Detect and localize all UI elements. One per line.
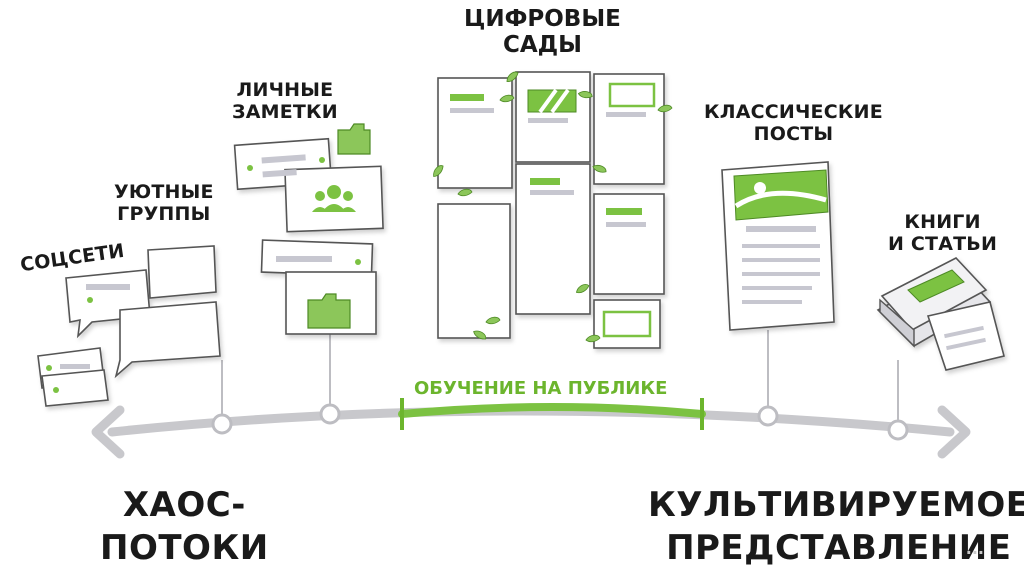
label-left-line1: ХАОС- [122,485,246,525]
label-groups: УЮТНЫЕ ГРУППЫ [114,181,214,226]
label-groups-line1: УЮТНЫЕ [114,181,214,203]
label-learning: ОБУЧЕНИЕ НА ПУБЛИКЕ [414,378,668,399]
arrow-right-icon [937,405,971,459]
axis-nodes [211,403,909,441]
label-books-line1: КНИГИ [904,211,981,233]
label-right-line2: ПРЕДСТАВЛЕНИЕ [666,527,1012,568]
post-content [733,169,829,304]
label-books-line2: И СТАТЬИ [888,232,998,255]
social-bubbles [37,245,221,407]
label-notes: ЛИЧНЫЕ ЗАМЕТКИ [232,79,338,124]
garden-cards [437,71,665,349]
stems [221,320,899,426]
label-gardens: ЦИФРОВЫЕ САДЫ [464,6,621,59]
label-notes-line2: ЗАМЕТКИ [232,100,338,123]
label-posts-line2: ПОСТЫ [753,122,834,145]
label-notes-line1: ЛИЧНЫЕ [236,79,334,101]
book-icon [876,257,1005,371]
social-bubble-content [46,284,130,393]
folder-icon [307,293,351,329]
label-books: КНИГИ И СТАТЬИ [888,211,998,256]
people-icon [312,185,356,212]
label-gardens-line2: САДЫ [502,32,582,59]
label-gardens-line1: ЦИФРОВЫЕ [464,6,621,32]
label-right-line1: КУЛЬТИВИРУЕМОЕ [648,485,1024,525]
watermark: ... [965,539,984,558]
folder-icon [337,123,371,155]
label-left-end: ХАОС- ПОТОКИ [100,484,269,569]
label-right-end: КУЛЬТИВИРУЕМОЕ ПРЕДСТАВЛЕНИЕ [648,484,1024,569]
label-left-line2: ПОТОКИ [100,527,269,568]
label-groups-line2: ГРУППЫ [117,202,211,225]
arrow-left-icon [91,405,125,459]
garden-content [450,82,656,338]
label-posts-line1: КЛАССИЧЕСКИЕ [704,101,883,123]
label-posts: КЛАССИЧЕСКИЕ ПОСТЫ [704,101,883,146]
notes-content [247,123,371,329]
learning-segment [398,403,706,418]
